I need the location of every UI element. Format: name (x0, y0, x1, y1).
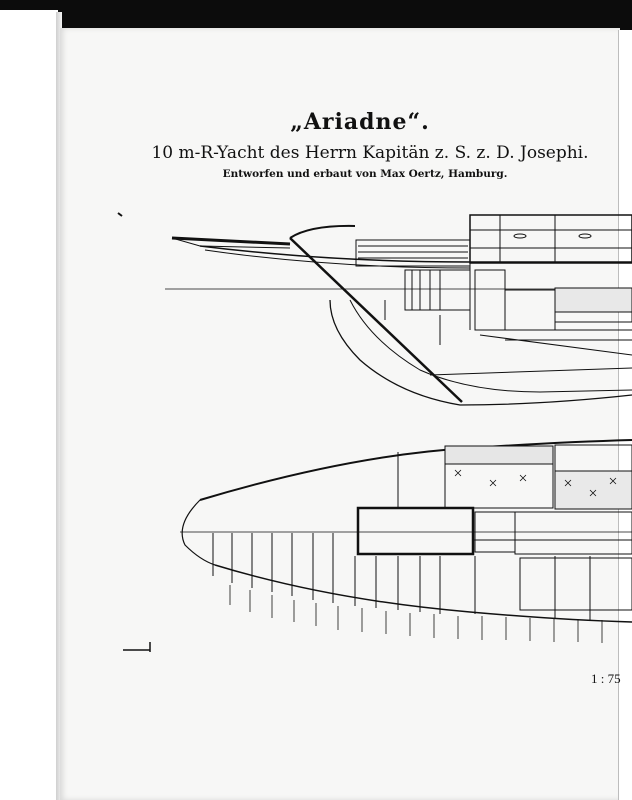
drawing-sheet (60, 28, 620, 800)
drawing-scale: 1 : 75 (591, 671, 621, 686)
deck-plan-view (180, 439, 632, 643)
designer-credit: Entworfen und erbaut von Max Oertz, Hamb… (222, 168, 508, 180)
side-elevation-view (165, 214, 632, 406)
next-page-edge (618, 30, 632, 800)
page-gutter-shadow (56, 12, 62, 800)
yacht-name-title: „Ariadne“. (290, 109, 430, 135)
left-page-margin (0, 10, 58, 800)
yacht-description-subtitle: 10 m-R-Yacht des Herrn Kapitän z. S. z. … (151, 143, 589, 163)
margin-mark (117, 212, 123, 217)
